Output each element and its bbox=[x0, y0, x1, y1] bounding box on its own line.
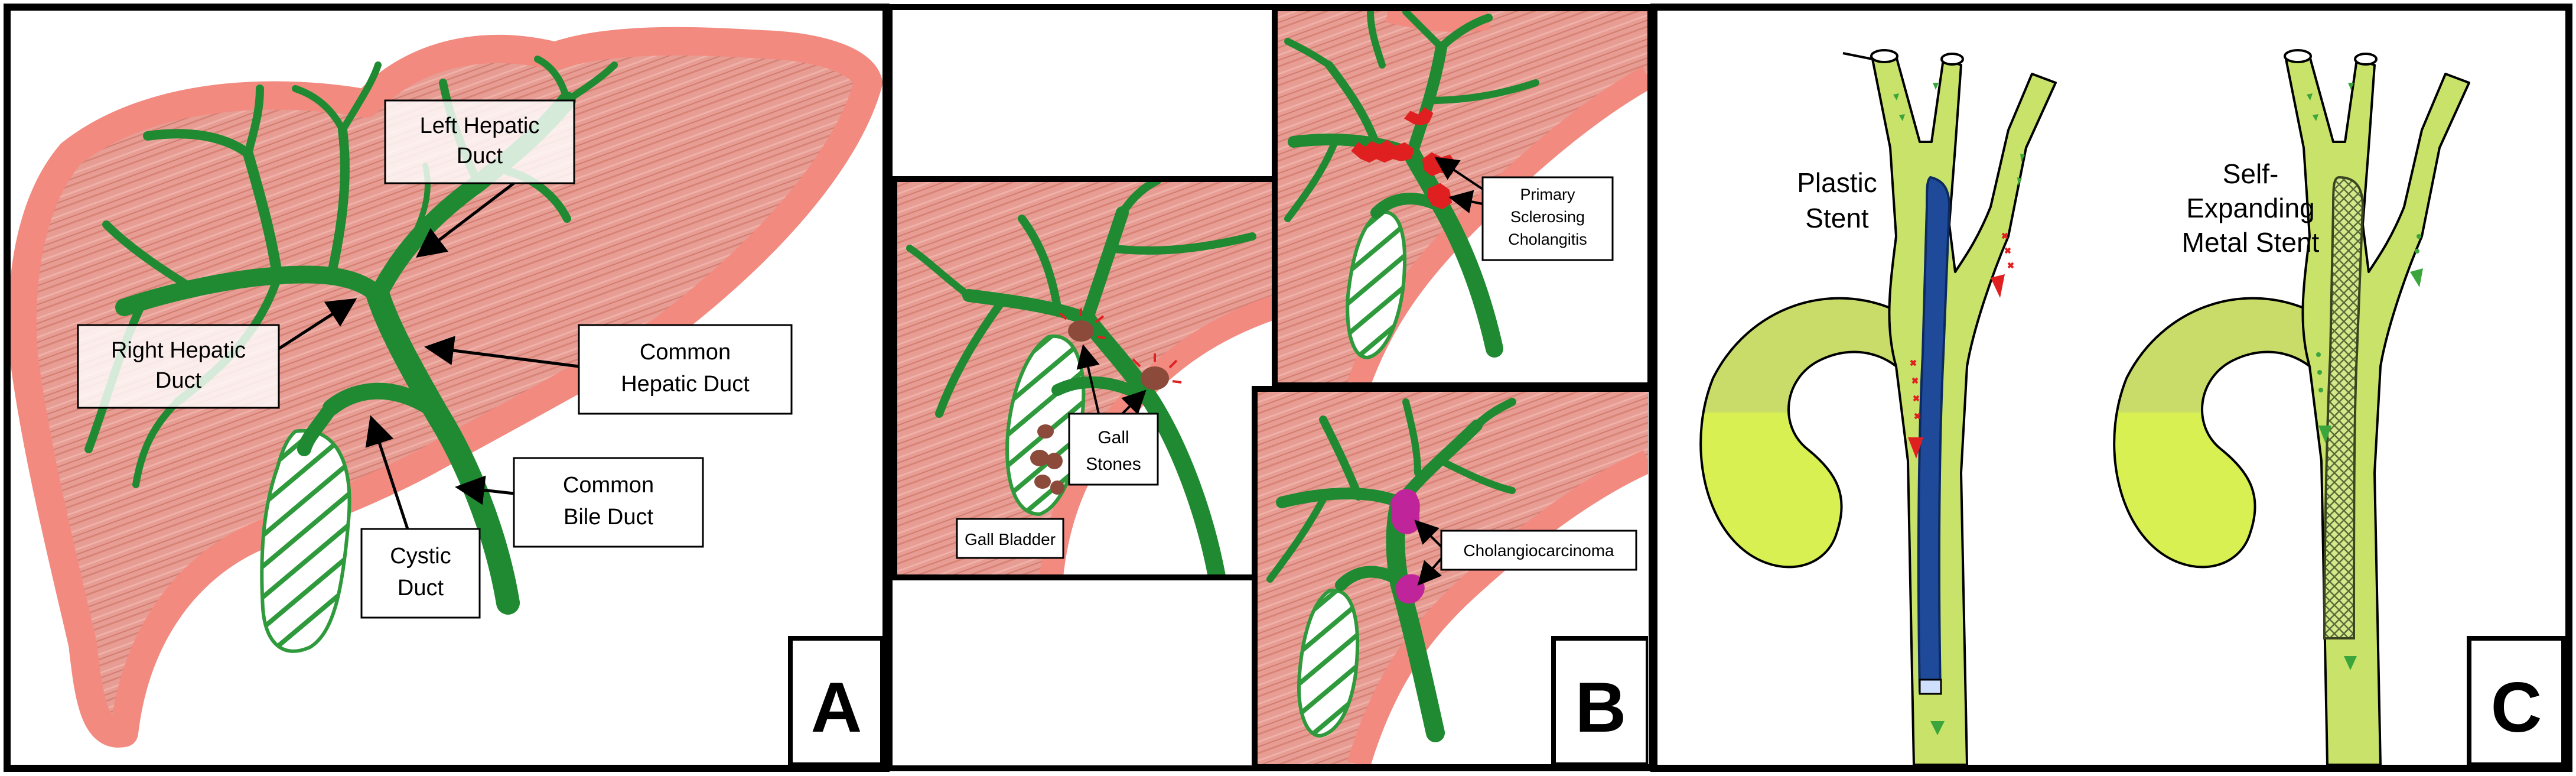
svg-text:Gall: Gall bbox=[1098, 428, 1129, 447]
metal-stent-diagram: Self- Expanding Metal Stent bbox=[2113, 49, 2470, 765]
panel-b-gallstones: Gall Stones Gall Bladder bbox=[895, 180, 1275, 576]
plastic-stent-diagram: Plastic Stent bbox=[1699, 49, 2057, 765]
plastic-stent-label-line2: Stent bbox=[1805, 203, 1869, 233]
svg-text:Bile Duct: Bile Duct bbox=[564, 505, 653, 530]
tumor-masses bbox=[1390, 489, 1425, 604]
panel-letter-a: A bbox=[788, 636, 882, 765]
plastic-stent-label-line1: Plastic bbox=[1797, 167, 1877, 198]
svg-text:Sclerosing: Sclerosing bbox=[1510, 208, 1585, 226]
panel-c: Plastic Stent Self- Expanding Meta bbox=[1699, 49, 2565, 765]
svg-text:Cholangiocarcinoma: Cholangiocarcinoma bbox=[1463, 541, 1614, 560]
svg-text:Common: Common bbox=[563, 473, 654, 498]
liver-shape bbox=[11, 27, 882, 748]
gallbladder-shape bbox=[260, 428, 351, 653]
svg-text:Left Hepatic: Left Hepatic bbox=[420, 113, 540, 138]
gallbladder-shape bbox=[1297, 588, 1359, 738]
label-psc: Primary Sclerosing Cholangitis bbox=[1481, 176, 1614, 261]
panel-letter-b: B bbox=[1551, 636, 1648, 765]
label-gall-bladder: Gall Bladder bbox=[956, 518, 1064, 559]
label-cystic-duct: Cystic Duct bbox=[360, 528, 481, 619]
panel-b-psc: Primary Sclerosing Cholangitis bbox=[1276, 11, 1648, 384]
svg-text:Cholangitis: Cholangitis bbox=[1508, 230, 1587, 248]
label-common-hepatic-duct: Common Hepatic Duct bbox=[578, 324, 793, 415]
panel-a: Left Hepatic Duct Right Hepatic Duct Com… bbox=[11, 27, 882, 765]
panel-b-cholangiocarcinoma: Cholangiocarcinoma B bbox=[1256, 391, 1648, 765]
svg-text:Hepatic Duct: Hepatic Duct bbox=[621, 372, 750, 397]
gall-stones bbox=[1030, 320, 1169, 495]
metal-stent bbox=[2323, 176, 2365, 639]
label-cholangiocarcinoma: Cholangiocarcinoma bbox=[1440, 530, 1637, 571]
panel-b-cholangiocarcinoma-frame bbox=[1252, 386, 1655, 770]
label-left-hepatic-duct: Left Hepatic Duct bbox=[384, 99, 575, 184]
gallbladder-shape bbox=[1699, 297, 1922, 569]
svg-text:A: A bbox=[811, 668, 862, 747]
svg-text:Cystic: Cystic bbox=[390, 544, 451, 569]
metal-stent-label-line1: Self- bbox=[2223, 158, 2279, 189]
svg-text:Common: Common bbox=[640, 340, 731, 365]
svg-text:Duct: Duct bbox=[155, 368, 202, 393]
panel-letter-c: C bbox=[2467, 636, 2565, 765]
label-common-bile-duct: Common Bile Duct bbox=[513, 457, 704, 548]
svg-text:Right Hepatic: Right Hepatic bbox=[111, 338, 246, 363]
metal-stent-label-line3: Metal Stent bbox=[2182, 227, 2320, 258]
metal-stent-label-line2: Expanding bbox=[2186, 193, 2314, 223]
gallbladder-shape bbox=[1346, 210, 1407, 360]
svg-text:Duct: Duct bbox=[398, 576, 444, 600]
svg-text:Gall Bladder: Gall Bladder bbox=[965, 530, 1056, 548]
panel-c-frame bbox=[1650, 4, 2572, 772]
svg-text:Duct: Duct bbox=[457, 144, 503, 168]
label-gall-stones: Gall Stones bbox=[1068, 413, 1159, 486]
svg-text:C: C bbox=[2491, 668, 2542, 747]
svg-text:B: B bbox=[1575, 668, 1627, 747]
svg-text:Primary: Primary bbox=[1520, 186, 1575, 203]
panel-a-pointers bbox=[278, 182, 579, 530]
panel-b-psc-frame bbox=[1272, 5, 1653, 388]
label-right-hepatic-duct: Right Hepatic Duct bbox=[77, 324, 280, 409]
svg-text:Stones: Stones bbox=[1086, 454, 1141, 474]
gallbladder-shape bbox=[2113, 297, 2335, 569]
